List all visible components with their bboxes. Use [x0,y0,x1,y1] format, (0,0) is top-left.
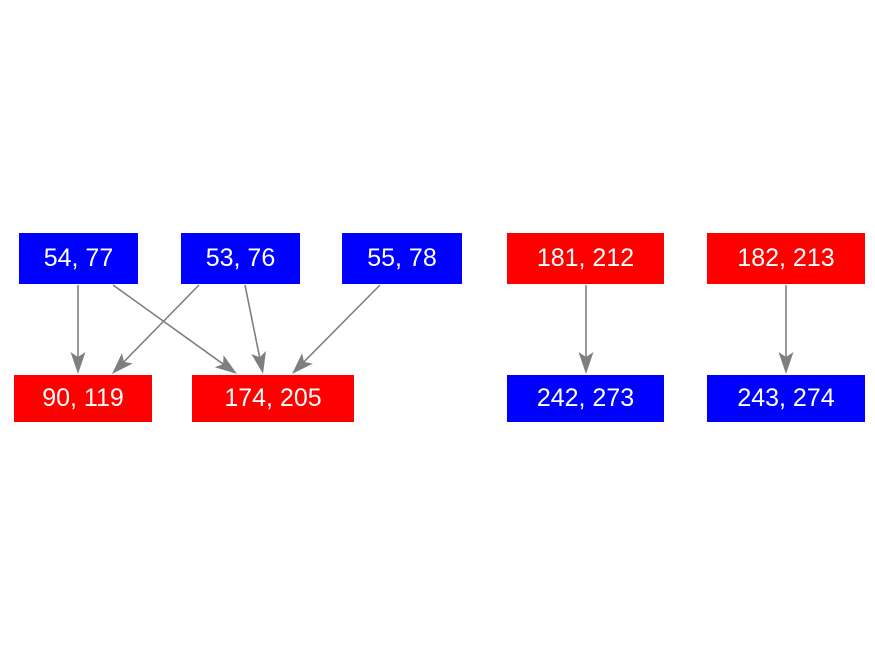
node-label: 54, 77 [44,244,114,272]
graph-node[interactable]: 174, 205 [192,375,354,422]
node-box[interactable] [507,233,664,284]
edge-n53_76-to-n174_205 [244,284,266,374]
node-label: 181, 212 [537,244,634,272]
graph-node[interactable]: 54, 77 [19,233,138,284]
node-label: 174, 205 [224,384,321,412]
edge-n181_212-to-n242_273 [578,285,594,374]
arrowhead-icon [251,350,266,374]
node-box[interactable] [507,375,664,422]
arrowhead-icon [778,352,794,374]
graph-node[interactable]: 242, 273 [507,375,664,422]
arrowhead-icon [578,352,594,374]
nodes-layer: 54, 77 53, 76 55, 78 181, 212 182, 213 90, 11… [14,233,865,422]
graph-node[interactable]: 181, 212 [507,233,664,284]
graph-node[interactable]: 55, 78 [342,233,462,284]
graph-node[interactable]: 182, 213 [707,233,865,284]
edge-line [112,284,225,366]
node-label: 242, 273 [537,384,634,412]
arrowhead-icon [292,353,313,374]
node-box[interactable] [14,375,152,422]
graph-node[interactable]: 53, 76 [181,233,300,284]
edge-line [244,284,261,359]
edge-n53_76-to-n90_119 [112,284,200,374]
arrowhead-icon [112,353,133,374]
node-box[interactable] [181,233,300,284]
edge-line [122,284,200,364]
edge-n54_77-to-n174_205 [112,284,237,374]
edge-n54_77-to-n90_119 [70,285,86,374]
graph-node[interactable]: 243, 274 [707,375,865,422]
edge-n55_78-to-n174_205 [292,284,381,374]
node-box[interactable] [707,233,865,284]
node-label: 90, 119 [42,384,124,412]
node-box[interactable] [19,233,138,284]
node-label: 243, 274 [737,384,834,412]
edge-n182_213-to-n243_274 [778,285,794,374]
node-label: 53, 76 [206,244,276,272]
node-box[interactable] [192,375,354,422]
node-label: 55, 78 [367,244,437,272]
node-box[interactable] [342,233,462,284]
edge-line [302,284,381,364]
arrowhead-icon [214,355,237,374]
node-box[interactable] [707,375,865,422]
edges-layer [70,284,794,374]
arrowhead-icon [70,352,86,374]
graph-node[interactable]: 90, 119 [14,375,152,422]
node-label: 182, 213 [737,244,834,272]
